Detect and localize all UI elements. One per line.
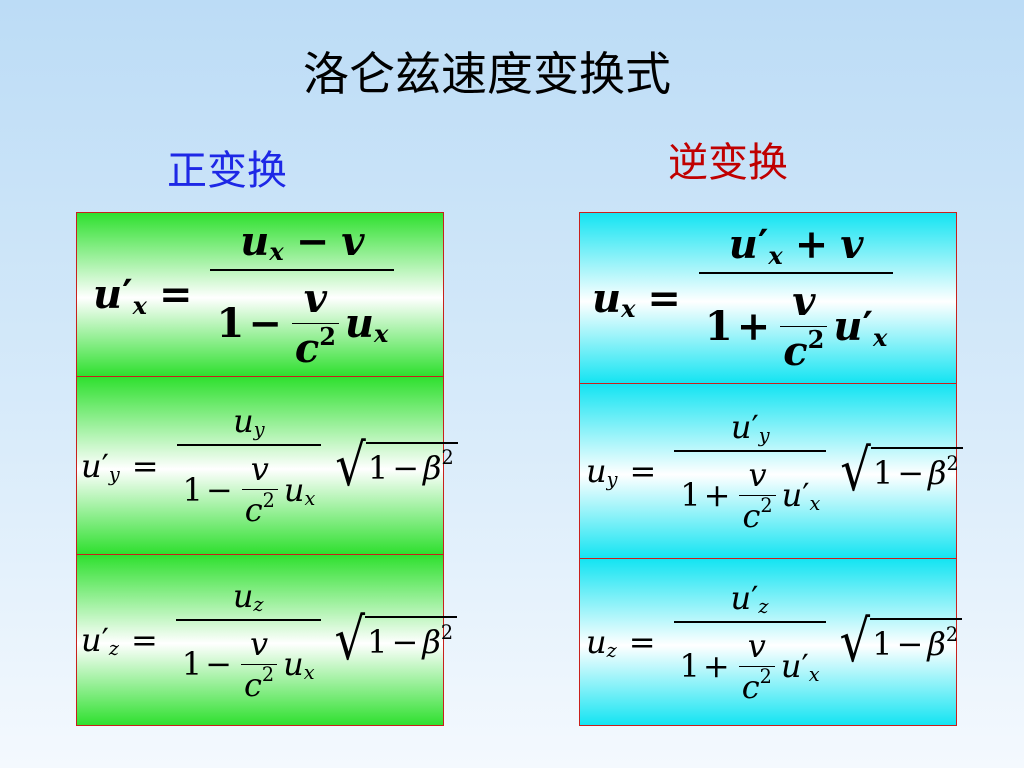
slide-title: 洛仑兹速度变换式 xyxy=(303,47,671,101)
forward-transform-label: 正变换 xyxy=(167,148,287,194)
inverse-transform-label: 逆变换 xyxy=(668,140,788,186)
